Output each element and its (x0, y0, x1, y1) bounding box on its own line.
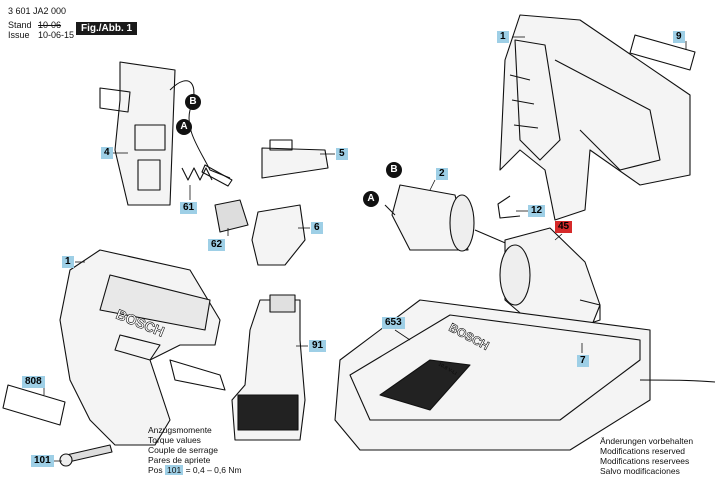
part-label-91: 91 (309, 340, 327, 352)
modifications-line: Salvo modificaciones (600, 466, 680, 476)
grommet (214, 199, 249, 233)
motor (384, 184, 511, 252)
torque-note-line: Couple de serrage (148, 445, 218, 455)
battery-cover (251, 204, 306, 266)
issue-date: 10-06-15 (38, 30, 75, 40)
part-label-12: 12 (528, 205, 546, 217)
spring (181, 167, 213, 181)
part-label-45: 45 (555, 221, 573, 233)
modifications-line: Änderungen vorbehalten (600, 436, 694, 446)
connector-marker-b: B (185, 94, 201, 110)
torque-pos-suffix: = 0,4 – 0,6 Nm (185, 465, 242, 475)
torque-pos-value: 101 (165, 465, 184, 475)
connector-marker-b-motor: B (386, 162, 402, 178)
torque-note-line: Pares de apriete (148, 455, 211, 465)
part-label-61: 61 (180, 202, 198, 214)
part-label-5: 5 (336, 148, 348, 160)
torque-note-line: Torque values (148, 435, 201, 445)
part-label-62: 62 (208, 239, 226, 251)
label-strip-808 (2, 384, 66, 426)
torque-note: Anzugsmomente Torque values Couple de se… (148, 425, 242, 475)
connector-marker-a: A (176, 119, 192, 135)
part-label-1-top: 1 (497, 31, 509, 43)
switch-button (261, 147, 329, 179)
part-label-7: 7 (577, 355, 589, 367)
modifications-line: Modifications reserved (600, 446, 686, 456)
part-label-101: 101 (31, 455, 54, 467)
switch-module (114, 61, 176, 206)
part-label-4: 4 (101, 147, 113, 159)
part-label-2: 2 (436, 168, 448, 180)
modifications-note: Änderungen vorbehalten Modifications res… (600, 436, 693, 476)
part-label-6: 6 (311, 222, 323, 234)
label-strip (629, 34, 696, 71)
charger (334, 299, 716, 451)
connector-marker-a-motor: A (363, 191, 379, 207)
battery-pack (231, 294, 306, 441)
modifications-line: Modifications reservees (600, 456, 690, 466)
torque-pos-prefix: Pos (148, 465, 163, 475)
part-label-1-left: 1 (62, 256, 74, 268)
stand-date: 10-06 (38, 20, 62, 30)
figure-label: Fig./Abb. 1 (76, 22, 138, 35)
leader-lines (43, 36, 687, 462)
stand-label: Stand (8, 20, 32, 30)
clip (497, 195, 521, 219)
doc-number: 3 601 JA2 000 (8, 6, 67, 16)
part-label-653: 653 (382, 317, 405, 329)
torque-note-pos: Pos 101 = 0,4 – 0,6 Nm (148, 465, 242, 475)
part-label-808: 808 (22, 376, 45, 388)
part-label-9: 9 (673, 31, 685, 43)
torque-note-line: Anzugsmomente (148, 425, 212, 435)
issue-label: Issue (8, 30, 30, 40)
housing-half-right (499, 14, 691, 221)
housing-half-left (59, 249, 226, 446)
